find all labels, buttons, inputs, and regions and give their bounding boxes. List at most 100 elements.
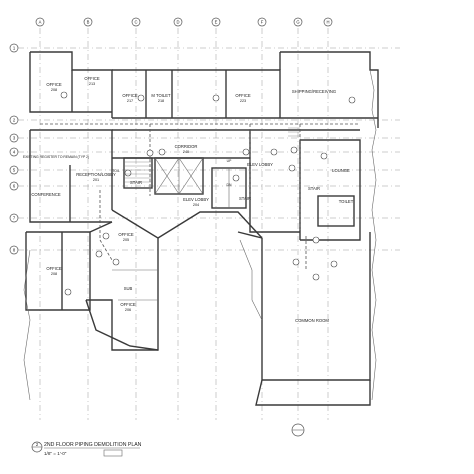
grid-columns — [39, 28, 329, 420]
room-common-room: COMMON ROOM — [295, 318, 329, 323]
room-office-223: OFFICE 223 — [235, 93, 251, 103]
svg-text:A: A — [39, 20, 42, 25]
grid-bubble-f: F — [257, 17, 267, 27]
drawing-title-block: 2 2ND FLOOR PIPING DEMOLITION PLAN 1/8" … — [31, 441, 142, 457]
room-labels: OFFICE 208 OFFICE 213 OFFICE 217 M TOILE… — [23, 76, 354, 323]
svg-text:D: D — [176, 20, 179, 25]
svg-text:STAIR: STAIR — [130, 180, 142, 185]
svg-text:TOILET: TOILET — [339, 199, 354, 204]
drawing-title-number: 2 — [36, 442, 39, 447]
grid-bubble-e: E — [211, 17, 221, 27]
svg-text:LOUNGE: LOUNGE — [332, 168, 350, 173]
grid-bubble-d: D — [173, 17, 183, 27]
room-office-208-top: OFFICE 208 — [46, 82, 62, 92]
room-office-217: OFFICE 217 — [122, 93, 138, 103]
room-stair-center: STAIR — [239, 196, 251, 201]
misc-notes: TOIL DN UP — [112, 159, 232, 187]
svg-text:M TOILET: M TOILET — [151, 93, 171, 98]
svg-text:7: 7 — [13, 216, 16, 221]
svg-text:OFFICE: OFFICE — [84, 76, 100, 81]
note-existing-register: EXISTING REGISTER TO REMAIN (TYP 2) — [23, 155, 89, 159]
svg-text:G: G — [296, 20, 299, 25]
room-shipping-receiving: SHIPPING/RECEIVING — [292, 89, 336, 94]
grid-bubble-5: 5 — [9, 165, 19, 175]
svg-text:206: 206 — [125, 308, 131, 312]
room-conference: CONFERENCE — [31, 192, 61, 197]
grid-bubble-h: H — [323, 17, 333, 27]
grid-bubble-b: B — [83, 17, 93, 27]
svg-text:217: 217 — [127, 99, 133, 103]
svg-text:DN: DN — [227, 183, 232, 187]
grid-bubble-1: 1 — [9, 43, 19, 53]
svg-text:218: 218 — [158, 99, 164, 103]
room-reception-lobby-201: RECEPTION/LOBBY 201 — [76, 172, 116, 182]
equipment-tags — [60, 91, 356, 296]
svg-text:OFFICE: OFFICE — [118, 232, 134, 237]
svg-text:UP: UP — [227, 159, 232, 163]
drawing-title: 2ND FLOOR PIPING DEMOLITION PLAN — [44, 442, 142, 448]
stair-hatch — [124, 127, 300, 183]
svg-text:H: H — [326, 20, 329, 25]
svg-text:OFFICE: OFFICE — [122, 93, 138, 98]
svg-text:CORRIDOR: CORRIDOR — [175, 144, 198, 149]
svg-text:OFFICE: OFFICE — [235, 93, 251, 98]
svg-text:C: C — [134, 20, 137, 25]
grid-bubble-3: 3 — [9, 133, 19, 143]
svg-text:5: 5 — [13, 168, 16, 173]
svg-text:STAIR: STAIR — [308, 186, 320, 191]
drawing-scale: 1/8" = 1'-0" — [44, 451, 67, 456]
room-office-206: OFFICE 206 — [120, 302, 136, 312]
pipe-runs — [40, 123, 360, 270]
grid-row-bubbles: 1 2 3 4 5 6 7 8 — [9, 43, 19, 255]
section-marker — [291, 423, 305, 437]
svg-text:EXISTING REGISTER TO REMAIN (T: EXISTING REGISTER TO REMAIN (TYP 2) — [23, 155, 89, 159]
room-sub: SUB — [124, 286, 133, 291]
svg-text:3: 3 — [13, 136, 16, 141]
grid-bubble-4: 4 — [9, 147, 19, 157]
svg-text:223: 223 — [240, 99, 246, 103]
room-corridor-240: CORRIDOR 240 — [175, 144, 198, 154]
svg-text:CONFERENCE: CONFERENCE — [31, 192, 61, 197]
svg-text:213: 213 — [89, 82, 95, 86]
svg-text:ELEV LOBBY: ELEV LOBBY — [247, 162, 273, 167]
grid-bubble-g: G — [293, 17, 303, 27]
room-office-213: OFFICE 213 — [84, 76, 100, 86]
svg-text:OFFICE: OFFICE — [120, 302, 136, 307]
svg-text:RECEPTION/LOBBY: RECEPTION/LOBBY — [76, 172, 116, 177]
svg-text:OFFICE: OFFICE — [46, 266, 62, 271]
svg-text:240: 240 — [183, 150, 189, 154]
svg-text:205: 205 — [123, 238, 129, 242]
grid-bubble-2: 2 — [9, 115, 19, 125]
svg-text:201: 201 — [93, 178, 99, 182]
svg-text:COMMON ROOM: COMMON ROOM — [295, 318, 329, 323]
svg-text:6: 6 — [13, 184, 16, 189]
grid-bubble-7: 7 — [9, 213, 19, 223]
svg-text:STAIR: STAIR — [239, 196, 251, 201]
grid-bubble-6: 6 — [9, 181, 19, 191]
room-stair-east: STAIR — [308, 186, 320, 191]
svg-text:8: 8 — [13, 248, 16, 253]
svg-text:SUB: SUB — [124, 286, 133, 291]
svg-text:B: B — [87, 20, 90, 25]
svg-text:E: E — [215, 20, 218, 25]
building-walls — [23, 51, 379, 406]
room-office-205: OFFICE 205 — [118, 232, 134, 242]
grid-bubble-a: A — [35, 17, 45, 27]
room-elev-lobby-204: ELEV LOBBY 204 — [183, 197, 209, 207]
svg-text:TOIL: TOIL — [112, 169, 120, 173]
svg-text:208: 208 — [51, 88, 57, 92]
room-stair-left: STAIR — [130, 180, 142, 185]
svg-text:2: 2 — [13, 118, 16, 123]
grid-bubble-c: C — [131, 17, 141, 27]
svg-text:SHIPPING/RECEIVING: SHIPPING/RECEIVING — [292, 89, 336, 94]
room-toilet: TOILET — [339, 199, 354, 204]
grid-bubble-8: 8 — [9, 245, 19, 255]
svg-text:208: 208 — [51, 272, 57, 276]
room-lounge: LOUNGE — [332, 168, 350, 173]
svg-text:1: 1 — [13, 46, 16, 51]
room-office-208-bottom: OFFICE 208 — [46, 266, 62, 276]
svg-text:F: F — [261, 20, 264, 25]
svg-text:ELEV LOBBY: ELEV LOBBY — [183, 197, 209, 202]
room-elev-lobby-east: ELEV LOBBY — [247, 162, 273, 167]
